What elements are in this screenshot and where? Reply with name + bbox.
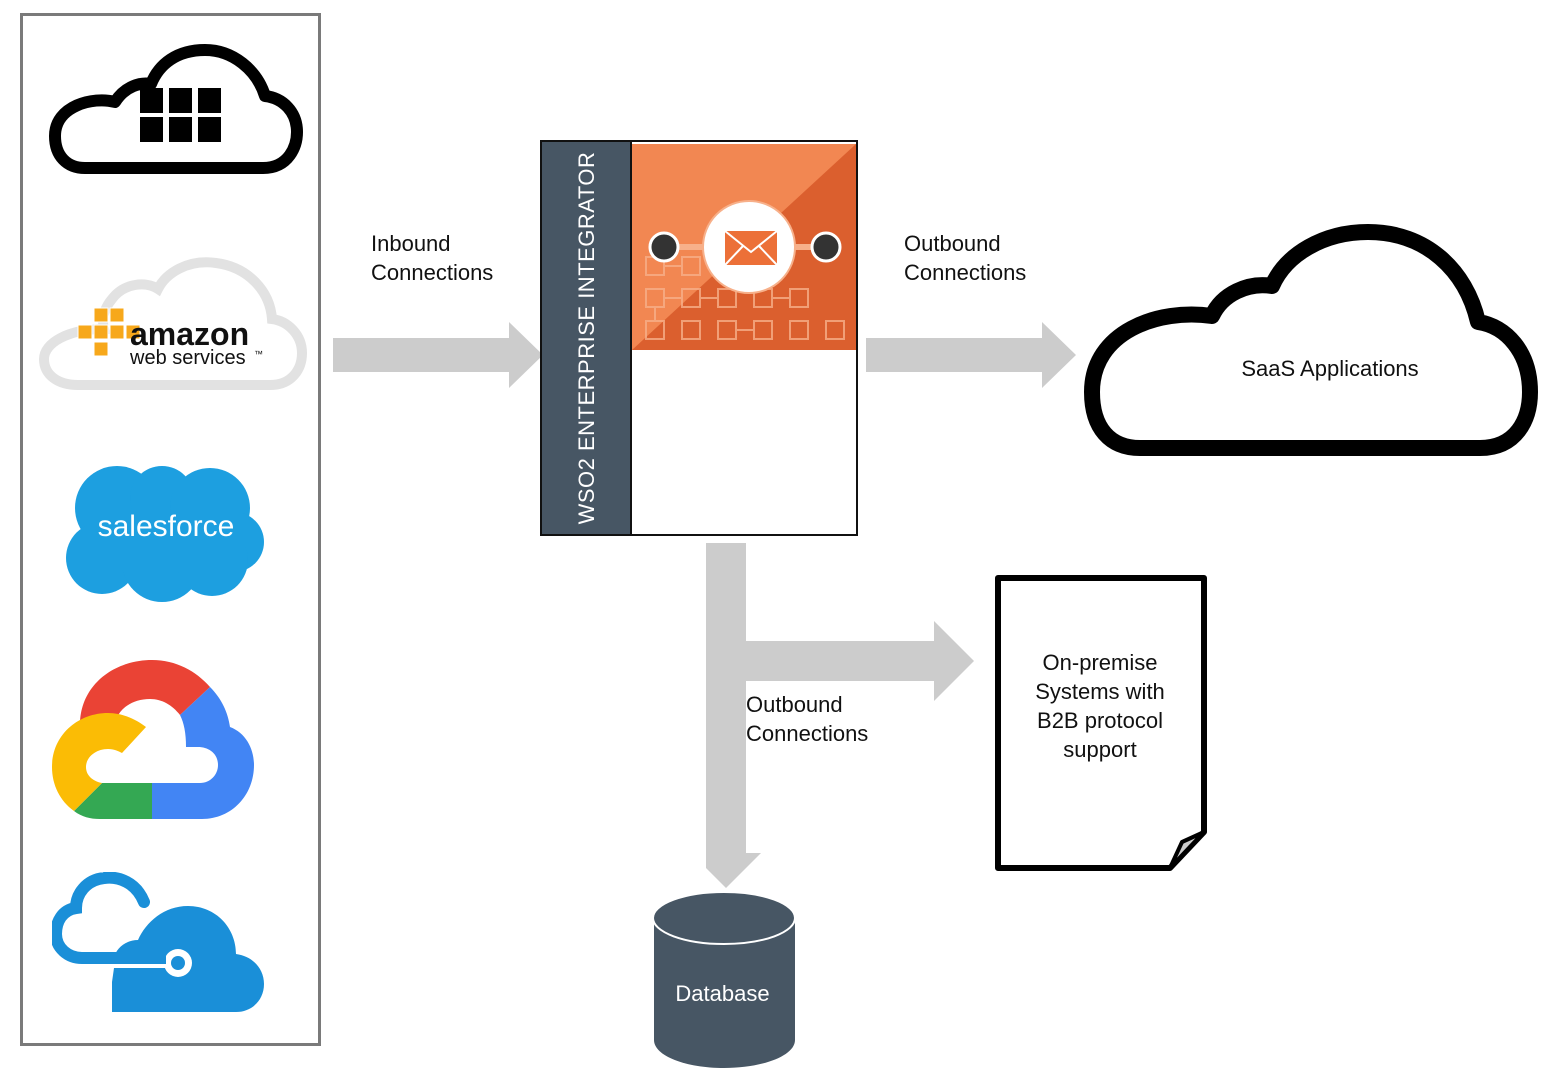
outbound-saas-arrow	[866, 322, 1076, 388]
aws-text-secondary: web services	[129, 347, 246, 369]
ei-product-banner	[632, 144, 856, 350]
database-label: Database	[675, 981, 770, 1006]
database-icon	[652, 890, 797, 1070]
outbound-saas-label: Outbound Connections	[904, 231, 1027, 285]
salesforce-text: salesforce	[98, 510, 235, 543]
aws-text-primary: amazon	[130, 316, 249, 352]
cloud-grid-icon	[45, 40, 305, 180]
google-cloud-logo	[50, 655, 256, 823]
inbound-label: Inbound Connections	[371, 231, 494, 285]
on-premise-document	[994, 574, 1210, 872]
inbound-arrow	[333, 322, 543, 388]
cloud-providers-panel	[20, 13, 321, 1046]
outbound-bottom-label: Outbound Connections	[746, 692, 869, 746]
on-premise-label: On-premise Systems with B2B protocol sup…	[1035, 650, 1165, 762]
salesforce-logo: salesforce	[62, 460, 268, 605]
saas-cloud	[1080, 220, 1540, 460]
outbound-branch-arrow	[706, 543, 976, 888]
azure-logo	[52, 872, 266, 1014]
wso2-enterprise-integrator[interactable]: WSO2 ENTERPRISE INTEGRATOR	[540, 140, 858, 536]
aws-logo: amazon web services ™	[38, 245, 308, 395]
saas-label: SaaS Applications	[1241, 356, 1419, 381]
envelope-icon	[724, 230, 778, 266]
ei-title: WSO2 ENTERPRISE INTEGRATOR	[574, 151, 599, 525]
ei-sidebar: WSO2 ENTERPRISE INTEGRATOR	[542, 142, 632, 534]
aws-trademark: ™	[254, 349, 263, 359]
